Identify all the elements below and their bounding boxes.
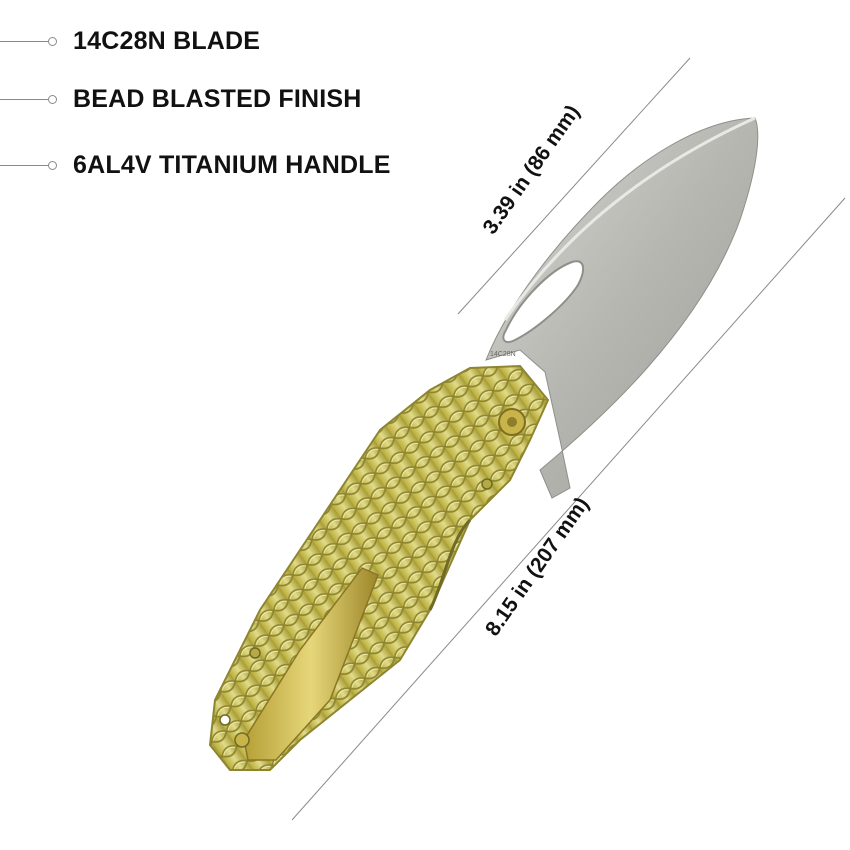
- pocket-clip: [243, 567, 379, 761]
- spec-leader-line: [0, 40, 48, 42]
- spec-blade-steel: 14C28N BLADE: [0, 26, 260, 56]
- handle: [208, 364, 550, 771]
- handle-screw: [481, 478, 493, 490]
- spec-leader-line: [0, 98, 48, 100]
- blade-opening-hole: [502, 260, 585, 343]
- spec-label: 14C28N BLADE: [73, 26, 261, 55]
- spec-label: 6AL4V TITANIUM HANDLE: [73, 150, 391, 179]
- spec-bullet-dot: [48, 36, 57, 46]
- lanyard-hole: [219, 714, 231, 726]
- spec-finish: BEAD BLASTED FINISH: [0, 84, 362, 114]
- blade-dimension-line: [457, 57, 691, 315]
- pivot-screw-center: [507, 417, 517, 427]
- spec-leader-line: [0, 164, 48, 166]
- blade-swedge: [503, 116, 756, 321]
- spec-handle-material: 6AL4V TITANIUM HANDLE: [0, 150, 391, 180]
- blade: [485, 117, 759, 499]
- blade-stamp: 14C28N: [490, 351, 516, 358]
- spec-bullet-dot: [48, 94, 57, 104]
- spec-label: BEAD BLASTED FINISH: [73, 84, 362, 113]
- finger-groove: [428, 518, 472, 611]
- handle-screw: [249, 647, 261, 659]
- spec-bullet-dot: [48, 160, 57, 170]
- overall-dimension-line: [291, 197, 846, 821]
- lanyard-screw: [234, 732, 250, 748]
